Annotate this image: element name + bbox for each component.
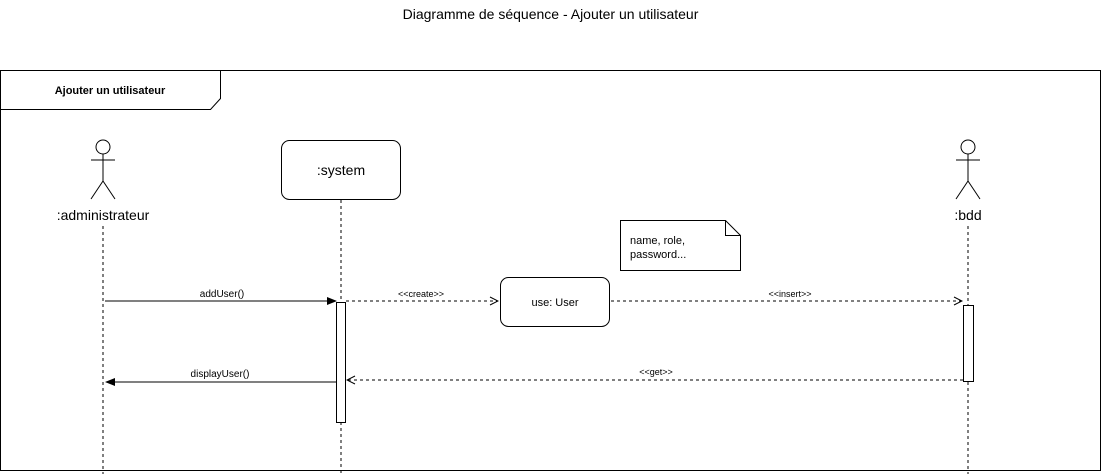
actor-administrateur[interactable]: :administrateur	[57, 139, 150, 223]
actor-administrateur-label: :administrateur	[57, 207, 150, 223]
actor-head	[95, 139, 111, 155]
note-line-1: name, role,	[630, 235, 685, 247]
object-system-box	[281, 140, 401, 200]
message-create-label: <<create>>	[398, 289, 444, 299]
frame-label: Ajouter un utilisateur	[55, 85, 166, 97]
object-user-box	[500, 277, 610, 327]
page-title: Diagramme de séquence - Ajouter un utili…	[402, 6, 699, 22]
message-add-user-label: addUser()	[200, 289, 244, 300]
message-insert-label: <<insert>>	[768, 289, 811, 299]
note[interactable]: name, role, password...	[620, 220, 741, 271]
object-user[interactable]: use: User	[500, 277, 610, 327]
note-fold	[725, 220, 741, 236]
frame	[0, 70, 1101, 471]
note-line-2: password...	[630, 249, 686, 261]
object-user-label: use: User	[531, 297, 578, 309]
actor-bdd[interactable]: :bdd	[954, 139, 982, 223]
activation-system	[336, 302, 346, 423]
object-system-label: :system	[317, 162, 365, 178]
note-shape	[620, 220, 741, 271]
message-display-user-label: displayUser()	[191, 369, 250, 380]
actor-head	[960, 139, 976, 155]
actor-bdd-label: :bdd	[954, 207, 981, 223]
frame-label-box	[0, 70, 221, 110]
activation-bdd	[963, 305, 974, 382]
object-system[interactable]: :system	[281, 140, 401, 200]
message-get-label: <<get>>	[639, 367, 673, 377]
